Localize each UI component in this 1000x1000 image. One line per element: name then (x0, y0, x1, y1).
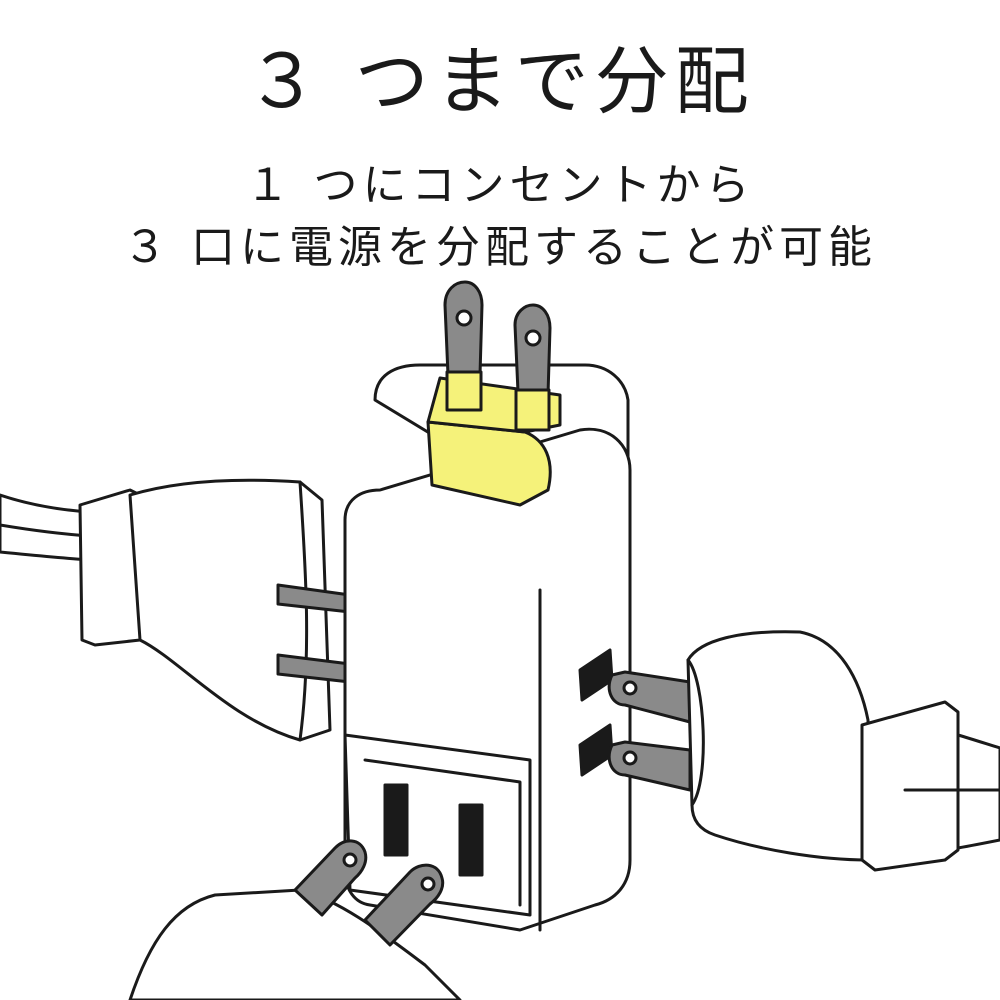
bottom-prong-right-hole (420, 876, 436, 892)
front-slot-right (458, 803, 484, 877)
plug-pin-left-band (445, 370, 483, 412)
plug-pin-left-hole (455, 309, 473, 327)
plug-pin-left (443, 280, 484, 377)
right-prong-bottom-hole (622, 750, 638, 766)
tap-front-panel (343, 733, 532, 917)
subtitle-line-2: ３ 口に電源を分配することが可能 (123, 222, 877, 273)
right-plug (607, 630, 1000, 872)
left-plug (0, 478, 352, 742)
tap-panel-inner (363, 758, 522, 907)
subtitle-line-1: １ つにコンセントから (245, 160, 755, 211)
right-plug-body (686, 630, 870, 862)
page-title: ３ つまで分配 (245, 39, 755, 125)
front-slot-left (383, 783, 409, 857)
plug-pin-right-band (514, 388, 551, 432)
folding-plug (426, 280, 562, 507)
right-plug-face (686, 658, 705, 807)
bottom-prong-left-hole (342, 852, 358, 868)
plug-pin-right-hole (524, 329, 542, 347)
plug-pin-right (513, 303, 552, 397)
right-prong-top-hole (622, 680, 638, 696)
left-plug-body (128, 478, 332, 742)
plug-base (426, 420, 552, 507)
bottom-plug (128, 839, 462, 1000)
right-plug-collar (860, 700, 960, 872)
